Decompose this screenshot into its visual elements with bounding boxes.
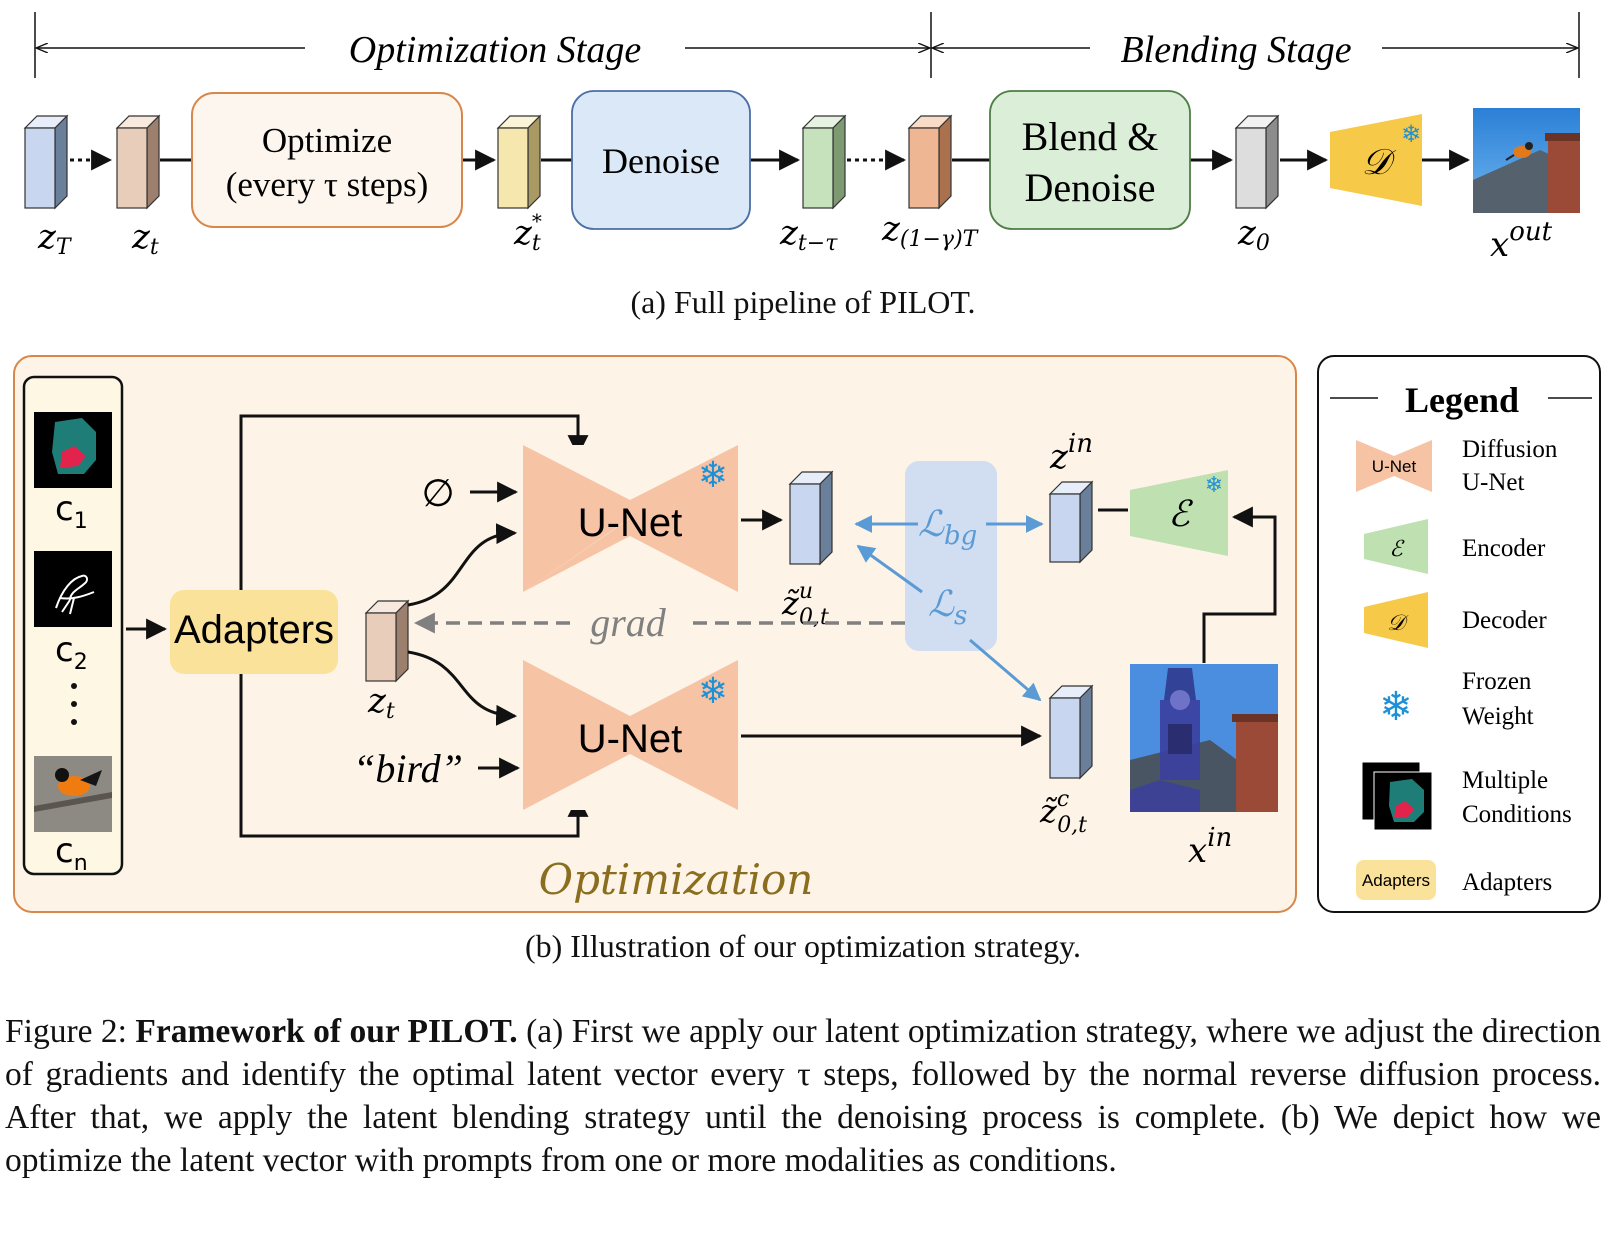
optimization-panel: c1 c2 cn Adapters zt bbox=[13, 355, 1297, 913]
unet-unconditional: U-Net ❄ bbox=[523, 445, 738, 592]
figure-caption-body: (a) First we apply our latent optimizati… bbox=[5, 1013, 1601, 1179]
svg-text:Diffusion: Diffusion bbox=[1462, 436, 1558, 463]
figure-caption-title: Framework of our PILOT. bbox=[135, 1013, 518, 1050]
unet-conditional: U-Net ❄ bbox=[523, 660, 738, 810]
svg-text:Optimize: Optimize bbox=[262, 121, 392, 160]
svg-text:ℰ: ℰ bbox=[1389, 537, 1405, 562]
condition-image-mask bbox=[34, 412, 112, 488]
svg-text:Frozen: Frozen bbox=[1462, 668, 1532, 695]
legend-item-adapters: Adapters Adapters bbox=[1356, 860, 1552, 900]
svg-text:Blend &: Blend & bbox=[1022, 114, 1159, 159]
svg-text:𝒟: 𝒟 bbox=[1387, 611, 1409, 636]
svg-text:U-Net: U-Net bbox=[578, 717, 682, 761]
optimize-box: Optimize (every τ steps) bbox=[191, 92, 463, 228]
conditions-column: c1 c2 cn bbox=[22, 375, 124, 876]
null-condition: ∅ bbox=[421, 471, 454, 515]
encoder-block: ℰ ❄ bbox=[1130, 470, 1228, 556]
label-zT: zT bbox=[37, 217, 73, 260]
latent-block-zt bbox=[115, 114, 161, 210]
legend-item-frozen: ❄ Frozen Weight bbox=[1379, 668, 1533, 730]
svg-text:Weight: Weight bbox=[1462, 703, 1534, 730]
frozen-icon: ❄ bbox=[1205, 473, 1223, 498]
denoise-box: Denoise bbox=[571, 90, 751, 230]
label-xout: xout bbox=[1490, 217, 1553, 265]
label-z-gamma: z(1−γ)T bbox=[881, 209, 980, 252]
latent-block-z0c bbox=[1048, 684, 1094, 780]
latent-block-z-gamma bbox=[907, 114, 953, 210]
blending-stage-label: Blending Stage bbox=[1120, 29, 1351, 71]
svg-text:Adapters: Adapters bbox=[174, 608, 334, 652]
legend-item-conditions: Multiple Conditions bbox=[1361, 761, 1572, 831]
label-zt: zt bbox=[131, 217, 159, 260]
latent-block-zin bbox=[1048, 480, 1094, 564]
frozen-icon: ❄ bbox=[1379, 684, 1413, 730]
decoder-block: 𝒟 ❄ bbox=[1330, 114, 1422, 206]
svg-text:Denoise: Denoise bbox=[1024, 165, 1155, 210]
svg-text:U-Net: U-Net bbox=[1462, 469, 1525, 496]
figure-caption: Figure 2: Framework of our PILOT. (a) Fi… bbox=[5, 1010, 1601, 1182]
legend-item-decoder: 𝒟 Decoder bbox=[1364, 592, 1547, 648]
frozen-icon: ❄ bbox=[1401, 120, 1421, 148]
svg-text:ℰ: ℰ bbox=[1168, 494, 1193, 535]
adapters-block: Adapters bbox=[170, 590, 338, 674]
legend-title: Legend bbox=[1405, 380, 1519, 420]
svg-text:Encoder: Encoder bbox=[1462, 535, 1546, 562]
svg-text:Adapters: Adapters bbox=[1462, 869, 1552, 896]
frozen-icon: ❄ bbox=[698, 671, 728, 712]
caption-b: (b) Illustration of our optimization str… bbox=[524, 928, 1081, 964]
blend-denoise-box: Blend & Denoise bbox=[989, 90, 1191, 230]
legend-item-encoder: ℰ Encoder bbox=[1364, 519, 1546, 574]
full-pipeline: Optimize (every τ steps) Denoise Blend &… bbox=[23, 90, 1580, 265]
svg-text:Adapters: Adapters bbox=[1362, 871, 1430, 890]
svg-text:U-Net: U-Net bbox=[1372, 457, 1417, 476]
grad-label: grad bbox=[590, 600, 667, 645]
legend: Legend U-Net Diffusion U-Net ℰ Encoder 𝒟… bbox=[1317, 355, 1601, 913]
stage-bar: Optimization Stage Blending Stage bbox=[34, 12, 1580, 78]
loss-panel bbox=[905, 461, 997, 651]
input-image-tower bbox=[1130, 664, 1278, 812]
latent-block-zT bbox=[23, 114, 69, 210]
svg-text:Denoise: Denoise bbox=[602, 141, 720, 181]
legend-item-unet: U-Net Diffusion U-Net bbox=[1356, 436, 1558, 496]
output-image-bird bbox=[1473, 108, 1580, 213]
label-z0: z0 bbox=[1237, 213, 1270, 256]
frozen-icon: ❄ bbox=[698, 455, 728, 496]
svg-text:Conditions: Conditions bbox=[1462, 801, 1572, 828]
optimization-title: Optimization bbox=[539, 855, 814, 904]
latent-block-zt-tau bbox=[801, 114, 847, 210]
latent-block-zt-star bbox=[496, 114, 542, 210]
text-prompt: “bird” bbox=[353, 746, 463, 791]
svg-text:(every τ steps): (every τ steps) bbox=[226, 165, 429, 204]
condition-image-sketch bbox=[34, 551, 112, 627]
pilot-framework-diagram: Optimization Stage Blending Stage bbox=[13, 12, 1601, 913]
label-zt-tau: zt−τ bbox=[779, 213, 838, 256]
label-zt-star: z*t bbox=[513, 209, 542, 256]
condition-image-bird bbox=[34, 756, 112, 832]
latent-block-z0u bbox=[788, 470, 834, 566]
caption-a: (a) Full pipeline of PILOT. bbox=[630, 284, 976, 320]
latent-block-zt-optim bbox=[364, 599, 410, 683]
svg-text:Multiple: Multiple bbox=[1462, 767, 1548, 794]
figure-caption-prefix: Figure 2: bbox=[5, 1013, 136, 1050]
svg-text:U-Net: U-Net bbox=[578, 501, 682, 545]
optimization-stage-label: Optimization Stage bbox=[349, 29, 642, 71]
latent-block-z0 bbox=[1234, 114, 1280, 210]
svg-text:Decoder: Decoder bbox=[1462, 607, 1547, 634]
